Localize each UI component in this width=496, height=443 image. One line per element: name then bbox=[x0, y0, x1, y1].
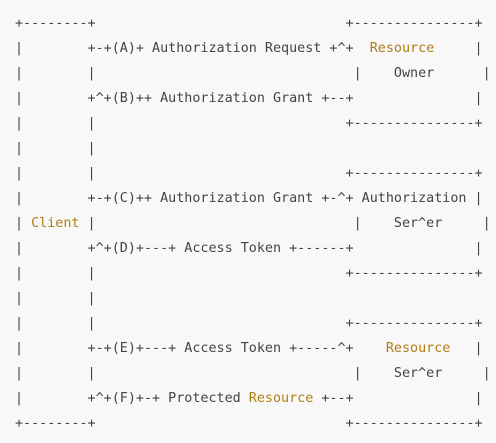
diagram-text: | | bbox=[15, 291, 96, 306]
diagram-text: | bbox=[434, 41, 483, 56]
diagram-text: | +^+(F)+-+ Protected bbox=[15, 391, 249, 406]
diagram-line: | | +---------------+ bbox=[15, 311, 496, 336]
highlighted-term: Client bbox=[31, 216, 80, 231]
diagram-line: | | bbox=[15, 286, 496, 311]
diagram-text: +--------+ +---------------+ bbox=[15, 416, 483, 431]
diagram-text: | +-+(C)++ Authorization Grant +-^+ Auth… bbox=[15, 191, 483, 206]
diagram-text: | | | Ser^er | bbox=[15, 366, 491, 381]
diagram-line: | +-+(A)+ Authorization Request +^+ Reso… bbox=[15, 36, 496, 61]
diagram-line: | | bbox=[15, 136, 496, 161]
diagram-text: | +^+(B)++ Authorization Grant +--+ | bbox=[15, 91, 483, 106]
diagram-text: | | | Owner | bbox=[15, 66, 491, 81]
diagram-text: | | Ser^er | bbox=[79, 216, 491, 231]
diagram-text: | +-+(E)+---+ Access Token +-----^+ bbox=[15, 341, 386, 356]
diagram-line: | | +---------------+ bbox=[15, 111, 496, 136]
diagram-line: | Client | | Ser^er | bbox=[15, 211, 496, 236]
diagram-line: | | | Owner | bbox=[15, 61, 496, 86]
diagram-text: | bbox=[15, 216, 32, 231]
diagram-line: | | +---------------+ bbox=[15, 261, 496, 286]
diagram-text: | | +---------------+ bbox=[15, 316, 483, 331]
diagram-line: +--------+ +---------------+ bbox=[15, 11, 496, 36]
diagram-line: | +-+(C)++ Authorization Grant +-^+ Auth… bbox=[15, 186, 496, 211]
highlighted-term: Resource bbox=[248, 391, 314, 406]
highlighted-term: Resource bbox=[369, 41, 435, 56]
diagram-text: | | +---------------+ bbox=[15, 166, 483, 181]
diagram-line: | +^+(D)+---+ Access Token +------+ | bbox=[15, 236, 496, 261]
diagram-text: | +-+(A)+ Authorization Request +^+ bbox=[15, 41, 370, 56]
diagram-line: | +-+(E)+---+ Access Token +-----^+ Reso… bbox=[15, 336, 496, 361]
diagram-text: | | +---------------+ bbox=[15, 116, 483, 131]
highlighted-term: Resource bbox=[385, 341, 451, 356]
diagram-text: | | bbox=[15, 141, 96, 156]
diagram-line: | +^+(F)+-+ Protected Resource +--+ | bbox=[15, 386, 496, 411]
diagram-text: | | +---------------+ bbox=[15, 266, 483, 281]
diagram-text: | bbox=[450, 341, 483, 356]
diagram-line: +--------+ +---------------+ bbox=[15, 411, 496, 436]
diagram-line: | | +---------------+ bbox=[15, 161, 496, 186]
diagram-text: | +^+(D)+---+ Access Token +------+ | bbox=[15, 241, 483, 256]
diagram-text: +--+ | bbox=[313, 391, 483, 406]
diagram-line: | +^+(B)++ Authorization Grant +--+ | bbox=[15, 86, 496, 111]
diagram-text: +--------+ +---------------+ bbox=[15, 16, 483, 31]
diagram-line: | | | Ser^er | bbox=[15, 361, 496, 386]
